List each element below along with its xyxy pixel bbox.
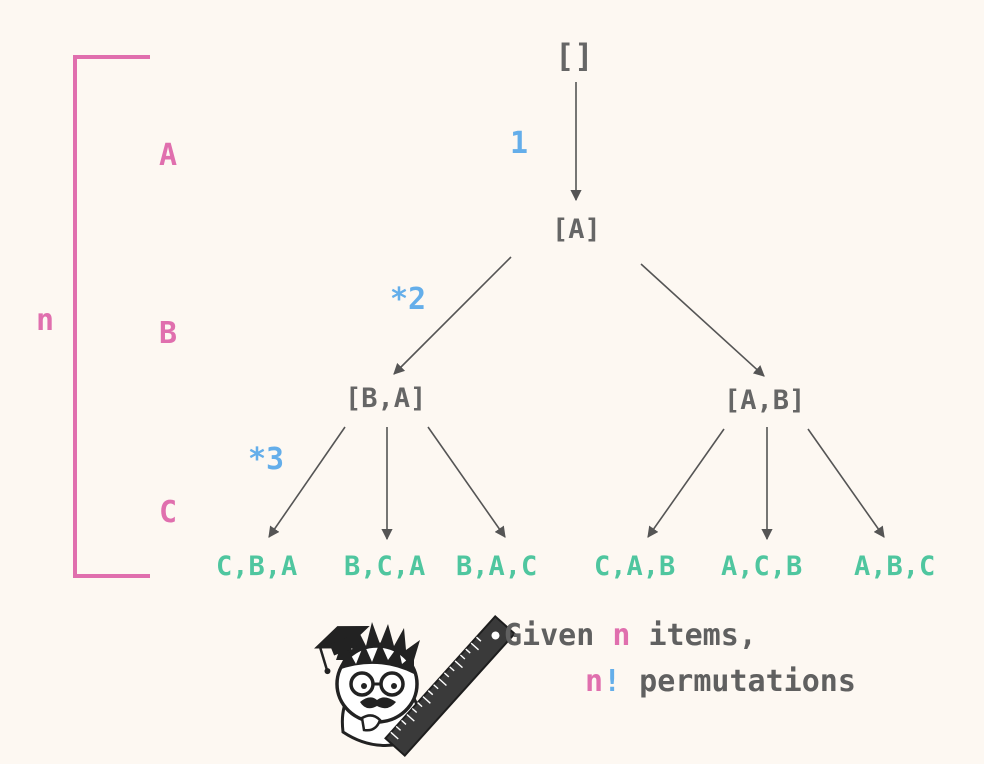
edge-ab-cab xyxy=(647,428,725,538)
caption-items: items, xyxy=(630,618,757,653)
leaf-cba: C,B,A xyxy=(216,551,298,582)
node-a: [A] xyxy=(552,214,601,245)
caption-line-1: Given n items, xyxy=(504,618,757,653)
caption-line-2: n! permutations xyxy=(585,664,856,699)
n-bracket xyxy=(73,55,150,578)
level-label-c: C xyxy=(159,495,178,530)
caption-n: n xyxy=(612,618,631,653)
leaf-acb: A,C,B xyxy=(721,551,803,582)
level-label-a: A xyxy=(159,138,178,173)
leaf-cab: C,A,B xyxy=(594,551,676,582)
edge-ba-bac xyxy=(427,426,506,538)
caption-n-2: n xyxy=(585,664,604,699)
node-ba: [B,A] xyxy=(345,383,427,414)
node-ab: [A,B] xyxy=(724,385,806,416)
leaf-bac: B,A,C xyxy=(456,551,538,582)
level-label-b: B xyxy=(159,316,178,351)
multiplier-1: 1 xyxy=(510,126,529,161)
edge-a-ba xyxy=(393,256,512,375)
professor-mascot-icon xyxy=(314,622,421,747)
tree-edges xyxy=(268,82,885,541)
edge-ab-abc xyxy=(807,428,885,538)
caption-given: Given xyxy=(504,618,613,653)
caption-permutations: permutations xyxy=(621,664,856,699)
caption-factorial: ! xyxy=(603,664,622,699)
leaf-abc: A,B,C xyxy=(854,551,936,582)
node-root: [] xyxy=(555,37,594,75)
ruler-icon xyxy=(384,614,516,758)
multiplier-2: *2 xyxy=(390,282,427,317)
n-label: n xyxy=(36,303,55,338)
edge-a-ab xyxy=(640,263,765,377)
leaf-bca: B,C,A xyxy=(344,551,426,582)
edge-ba-cba xyxy=(268,426,346,538)
multiplier-3: *3 xyxy=(248,442,285,477)
